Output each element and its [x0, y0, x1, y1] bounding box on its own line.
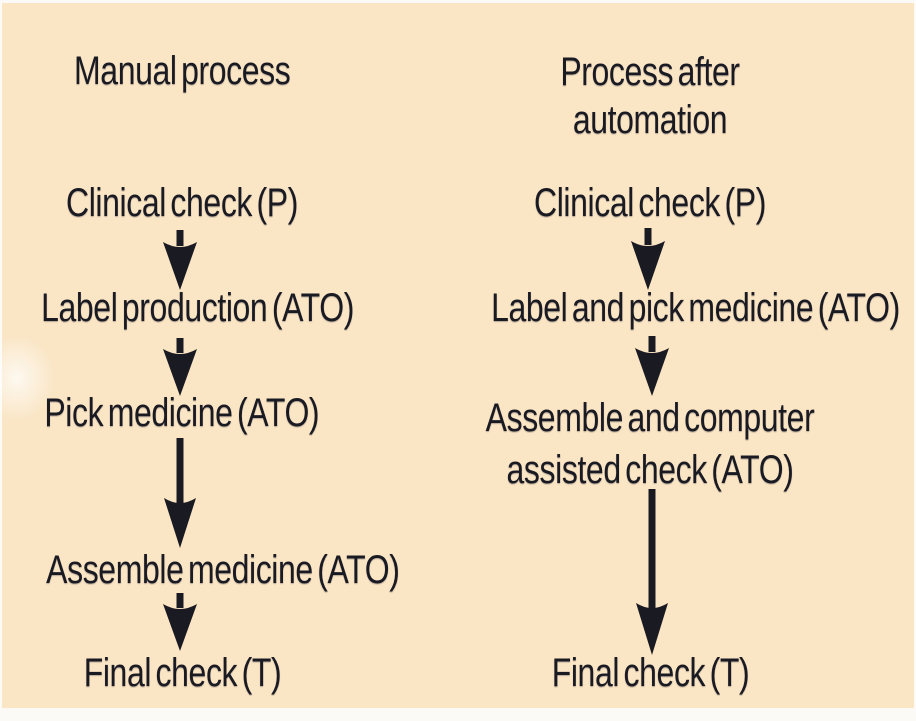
left-step-clinical-check-label: Clinical check (P) — [66, 181, 298, 225]
left-step-label-production: Label production (ATO) — [2, 285, 362, 331]
left-step-label-production-label: Label production (ATO) — [41, 286, 354, 330]
left-step-pick-medicine: Pick medicine (ATO) — [2, 390, 362, 436]
down-arrow-long-icon — [160, 438, 200, 550]
right-step-assemble-computer-check: Assemble and computer assisted check (AT… — [440, 392, 860, 496]
left-step-final-check-label: Final check (T) — [83, 651, 281, 695]
down-arrow-long-icon — [632, 489, 672, 657]
right-step-clinical-check: Clinical check (P) — [440, 180, 860, 226]
right-step-assemble-computer-check-line1: Assemble and computer — [485, 396, 815, 440]
right-step-final-check: Final check (T) — [440, 650, 860, 696]
left-step-final-check: Final check (T) — [2, 650, 362, 696]
left-step-clinical-check: Clinical check (P) — [2, 180, 362, 226]
down-arrow-icon — [632, 336, 672, 398]
automated-process-title-line2: automation — [572, 98, 728, 142]
right-step-label-and-pick-label: Label and pick medicine (ATO) — [491, 286, 900, 330]
left-step-assemble-medicine: Assemble medicine (ATO) — [2, 547, 400, 593]
left-step-assemble-medicine-label: Assemble medicine (ATO) — [46, 548, 400, 592]
down-arrow-icon — [160, 338, 200, 398]
automated-process-title-line1: Process after — [560, 50, 740, 94]
manual-process-title-text: Manual process — [73, 49, 291, 93]
right-step-assemble-computer-check-line2: assisted check (ATO) — [506, 448, 794, 492]
left-step-pick-medicine-label: Pick medicine (ATO) — [44, 391, 320, 435]
manual-process-title: Manual process — [2, 48, 362, 94]
right-step-label-and-pick: Label and pick medicine (ATO) — [440, 285, 900, 331]
down-arrow-icon — [628, 228, 668, 292]
down-arrow-icon — [160, 230, 200, 292]
automated-process-title: Process after automation — [440, 48, 860, 144]
right-step-clinical-check-label: Clinical check (P) — [534, 181, 766, 225]
right-step-final-check-label: Final check (T) — [551, 651, 749, 695]
down-arrow-icon — [160, 593, 200, 653]
diagram-canvas: Manual process Clinical check (P) Label … — [0, 3, 914, 708]
